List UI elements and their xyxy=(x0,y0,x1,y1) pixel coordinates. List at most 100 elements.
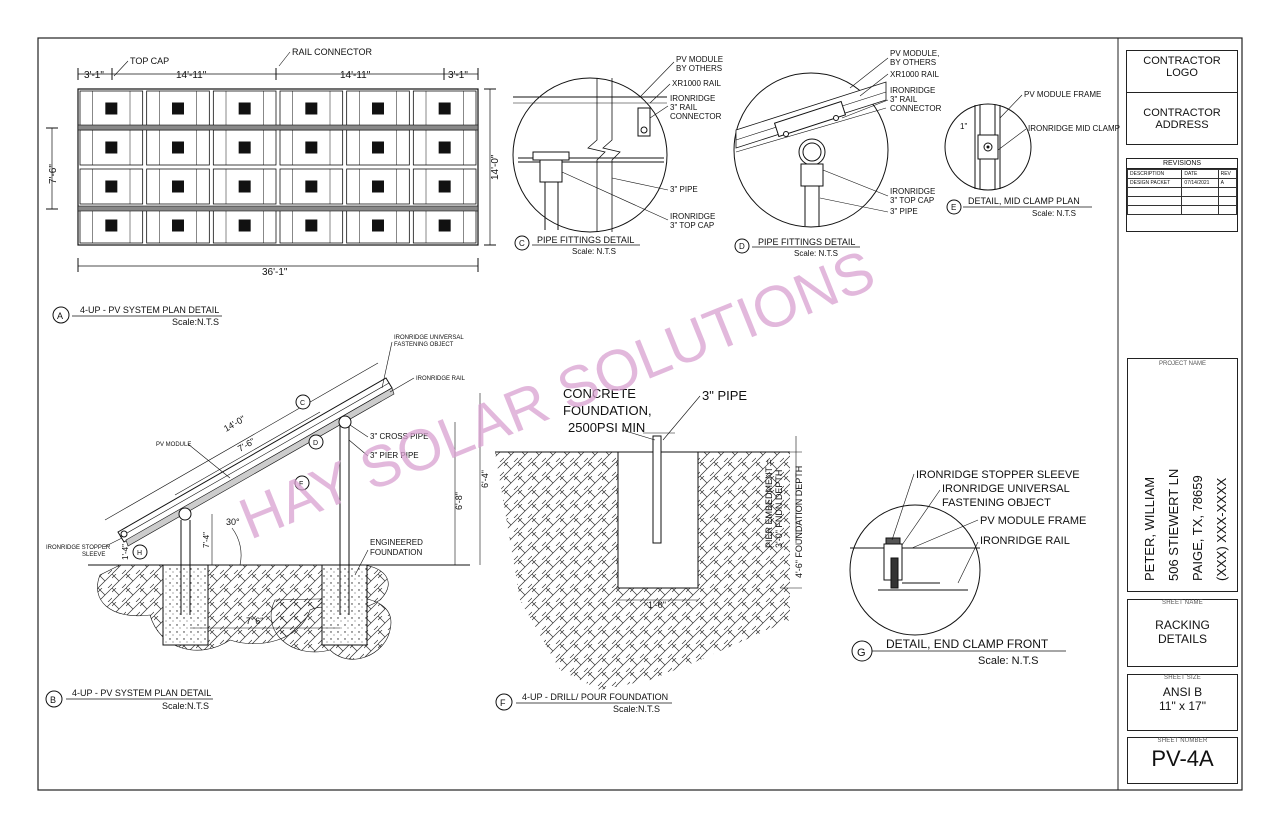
dim-b-front-pier: 7'-4" xyxy=(202,532,211,548)
marker-b-c: C xyxy=(300,400,305,407)
callout-g-univ1: IRONRIDGE UNIVERSAL xyxy=(942,483,1070,495)
module-grid xyxy=(79,90,477,244)
detail-e-letter: E xyxy=(951,203,956,212)
array-outline xyxy=(77,88,479,246)
callout-e-frame: PV MODULE FRAME xyxy=(1024,90,1101,99)
module-junction-box xyxy=(372,180,384,193)
detail-g-title: DETAIL, END CLAMP FRONT xyxy=(886,637,1049,651)
sheet-border xyxy=(37,37,1243,791)
sheet-number: PV-4A xyxy=(1151,746,1214,771)
detail-a-scale: Scale:N.T.S xyxy=(172,317,219,327)
project-line-1: PETER, WILLIAM xyxy=(1142,476,1157,581)
detail-b-elevation: 14'-0" 7'-6" 6'-4" 6'-8" 7'-4" 1'-4" 7' … xyxy=(45,335,490,711)
detail-b-scale: Scale:N.T.S xyxy=(162,701,209,711)
callout-f-concrete3: 2500PSI MIN xyxy=(568,420,645,435)
module-junction-box xyxy=(172,102,184,115)
module-junction-box xyxy=(305,219,318,232)
project-box: PROJECT NAME PETER, WILLIAM 506 STIEWERT… xyxy=(1127,358,1238,592)
contractor-box: CONTRACTOR LOGO CONTRACTOR ADDRESS xyxy=(1126,50,1238,145)
marker-b-h: H xyxy=(137,550,142,557)
callout-c-by-others: BY OTHERS xyxy=(676,64,722,73)
module-junction-box xyxy=(238,102,251,115)
callout-d-tc2: 3" TOP CAP xyxy=(890,196,934,205)
dim-b-pier-spacing: 7' 6" xyxy=(246,616,263,626)
rev-header: DESCRIPTION xyxy=(1126,169,1183,179)
dim-total-height: 14'-0" xyxy=(490,154,501,180)
revisions-title: REVISIONS xyxy=(1127,159,1237,169)
contractor-logo-1: CONTRACTOR xyxy=(1143,55,1221,67)
module-junction-box xyxy=(172,141,184,154)
rev-header: REV xyxy=(1217,169,1238,179)
sheet-name-box: SHEET NAME RACKING DETAILS xyxy=(1127,599,1238,667)
callout-b-pier-pipe: 3" PIER PIPE xyxy=(370,451,419,460)
callout-e-clamp: IRONRIDGE MID CLAMP xyxy=(1028,124,1120,133)
callout-f-concrete2: FOUNDATION, xyxy=(563,403,652,418)
rev-row-empty xyxy=(1126,187,1238,197)
module-junction-box xyxy=(372,141,384,154)
callout-d-pv-module: PV MODULE, xyxy=(890,49,939,58)
dim-span-1: 14'-11" xyxy=(176,70,207,81)
sheet-number-box: SHEET NUMBER PV-4A xyxy=(1127,737,1238,784)
callout-c-pipe: 3" PIPE xyxy=(670,185,698,194)
callout-d-by-others: BY OTHERS xyxy=(890,58,936,67)
detail-b-letter: B xyxy=(50,695,56,705)
module-junction-box xyxy=(305,180,318,193)
detail-b-title: 4-UP - PV SYSTEM PLAN DETAIL xyxy=(72,688,211,698)
dim-b-cross: 7'-6" xyxy=(236,436,257,454)
detail-c-letter: C xyxy=(519,239,525,248)
callout-b-pv-module: PV MODULE xyxy=(156,442,191,448)
rev-row: DESIGN PACKET 07/14/2021 A xyxy=(1126,178,1238,188)
callout-d-rc1: IRONRIDGE xyxy=(890,86,935,95)
rev-header: DATE xyxy=(1181,169,1219,179)
detail-g-end-clamp: IRONRIDGE STOPPER SLEEVE IRONRIDGE UNIVE… xyxy=(849,469,1086,667)
detail-d-title: PIPE FITTINGS DETAIL xyxy=(758,237,855,247)
callout-c-tc1: IRONRIDGE xyxy=(670,212,715,221)
detail-e-scale: Scale: N.T.S xyxy=(1032,209,1076,218)
dim-b-height: 6'-4" xyxy=(480,470,490,488)
detail-d-pipe-fittings: PV MODULE, BY OTHERS XR1000 RAIL IRONRID… xyxy=(733,49,942,258)
callout-b-foundation1: ENGINEERED xyxy=(370,538,423,547)
sheet-name-1: RACKING xyxy=(1155,618,1210,632)
module-junction-box xyxy=(105,141,118,154)
callout-d-rc3: CONNECTOR xyxy=(890,104,942,113)
detail-d-scale: Scale: N.T.S xyxy=(794,249,838,258)
callout-f-pipe: 3" PIPE xyxy=(702,388,747,403)
detail-g-letter: G xyxy=(857,647,866,659)
sheet-size-box: SHEET SIZE ANSI B 11" x 17" xyxy=(1127,674,1238,731)
callout-b-fastening2: FASTENING OBJECT xyxy=(394,342,454,348)
callout-b-rail: IRONRIDGE RAIL xyxy=(416,376,466,382)
callout-d-tc1: IRONRIDGE xyxy=(890,187,935,196)
detail-a-letter: A xyxy=(57,311,63,321)
callout-f-embed2: 3'-0" FNDN DEPTH xyxy=(774,470,784,548)
detail-g-scale: Scale: N.T.S xyxy=(978,655,1039,667)
marker-b-f: F xyxy=(299,481,303,488)
contractor-address-2: ADDRESS xyxy=(1155,119,1209,131)
module-junction-box xyxy=(372,102,384,115)
module-junction-box xyxy=(238,180,251,193)
rev-cell: 07/14/2021 xyxy=(1181,178,1219,188)
revisions-table: DESCRIPTION DATE REV DESIGN PACKET 07/14… xyxy=(1126,169,1238,215)
callout-d-pipe: 3" PIPE xyxy=(890,207,918,216)
dim-right-end: 3'-1" xyxy=(448,70,468,81)
detail-f-foundation: CONCRETE FOUNDATION, 2500PSI MIN 3" PIPE… xyxy=(495,386,804,714)
callout-c-tc2: 3" TOP CAP xyxy=(670,221,714,230)
module-junction-box xyxy=(305,102,318,115)
module-junction-box xyxy=(105,102,118,115)
dim-b-clearance: 1'-4" xyxy=(121,544,130,560)
module-junction-box xyxy=(438,180,451,193)
sheet-number-caption: SHEET NUMBER xyxy=(1157,738,1208,744)
sheet-size-caption: SHEET SIZE xyxy=(1164,675,1201,681)
callout-c-rail: XR1000 RAIL xyxy=(672,79,721,88)
callout-b-stopper1: IRONRIDGE STOPPER xyxy=(46,545,111,551)
project-line-4: (XXX) XXX-XXXX xyxy=(1214,477,1229,581)
callout-c-rc2: 3" RAIL xyxy=(670,103,698,112)
detail-f-letter: F xyxy=(500,698,506,708)
detail-a-title: 4-UP - PV SYSTEM PLAN DETAIL xyxy=(80,305,219,315)
rev-row-empty xyxy=(1126,205,1238,215)
contractor-address-1: CONTRACTOR xyxy=(1127,92,1237,119)
callout-b-fastening1: IRONRIDGE UNIVERSAL xyxy=(394,335,464,341)
callout-top-cap: TOP CAP xyxy=(130,56,169,66)
project-name-caption: PROJECT NAME xyxy=(1159,361,1206,367)
